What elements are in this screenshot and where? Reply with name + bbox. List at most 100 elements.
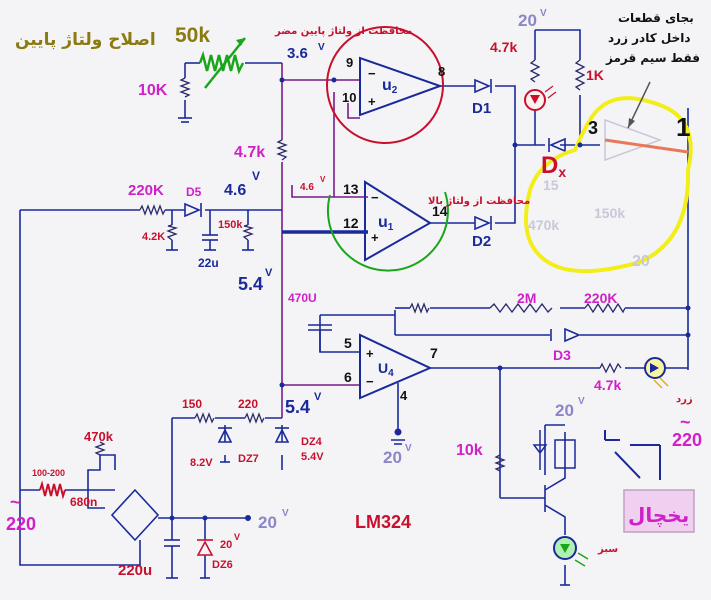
ac-220-left: 220 (6, 514, 36, 534)
resistor-10k-q (494, 454, 506, 472)
v-4-6-unit: V (252, 169, 260, 183)
opamp-u2: − + (326, 26, 444, 144)
resistor-220 (244, 412, 265, 424)
purple-wires (281, 63, 368, 418)
v20-pin4: 20 (383, 448, 402, 467)
diode-d5 (184, 202, 202, 218)
zener-dz7 (217, 427, 233, 443)
r-2m-label: 2M (517, 290, 536, 306)
dz4-voltage: 5.4V (301, 451, 324, 463)
dz6-voltage: 20 (220, 539, 232, 551)
svg-text:+: + (366, 346, 374, 361)
high-protect-fa: محافظت از ولتاژ بالا (428, 196, 530, 207)
led-green (553, 536, 589, 567)
ac-220-left-tilde: ~ (10, 492, 21, 512)
u1-sub: 1 (388, 222, 394, 233)
node-3: 3 (588, 118, 598, 138)
r-100-200-label: 100-200 (32, 468, 65, 478)
led-red (524, 85, 557, 111)
note-fa-line1: بجای قطعات (618, 11, 694, 25)
ac-220-right: 220 (672, 430, 702, 450)
v-5-4a-unit: V (265, 267, 273, 279)
dz6-voltage-unit: V (234, 532, 240, 542)
r-150-label: 150 (182, 397, 202, 411)
note-fa-line3: فقط سیم قرمز (605, 51, 700, 65)
ghost-470k: 470k (528, 217, 559, 233)
v20-top: 20 (518, 11, 537, 30)
c-470u-label: 470U (288, 291, 317, 305)
c-22u-label: 22u (198, 256, 219, 270)
pin-5: 5 (344, 335, 352, 351)
u1-label: u (378, 214, 388, 231)
svg-text:U4: U4 (378, 360, 394, 379)
node-1: 1 (676, 112, 690, 142)
c-220u-label: 220u (118, 562, 152, 579)
resistor-470k (94, 441, 106, 456)
dx-sub: x (558, 164, 566, 180)
r-4-2k-label: 4.2K (142, 231, 165, 243)
potentiometer-50k (198, 37, 246, 89)
dz6-label: DZ6 (212, 559, 233, 571)
r-4-7k-top-label: 4.7k (490, 39, 517, 55)
svg-text:−: − (371, 190, 379, 205)
resistor-4-7k-mid (276, 139, 288, 161)
v20-out: 20 (258, 513, 277, 532)
u2-label: u (382, 77, 392, 94)
svg-text:−: − (368, 66, 376, 81)
green-led-fa: سبز (597, 544, 618, 555)
v20-pin4-unit: V (405, 443, 412, 454)
v-5-4b: 5.4 (285, 397, 310, 417)
diode-dx (548, 137, 566, 153)
relay-coil (532, 430, 576, 470)
d3-label: D3 (553, 347, 571, 363)
d2-label: D2 (472, 233, 491, 250)
v-5-4b-unit: V (314, 391, 322, 403)
r-4-7k-mid-label: 4.7k (234, 144, 265, 161)
v20-relay: 20 (555, 401, 574, 420)
v20-relay-unit: V (578, 396, 585, 407)
diode-d2 (474, 215, 492, 231)
r-10k-q-label: 10k (456, 442, 483, 459)
ghost-20: 20 (632, 253, 650, 270)
v-3-6-unit: V (318, 42, 325, 53)
resistor-220k (139, 204, 166, 216)
pin-8: 8 (438, 64, 445, 79)
u2-highlight-circle (326, 26, 444, 144)
v20-out-unit: V (282, 508, 289, 519)
svg-text:u2: u2 (382, 77, 398, 96)
ac-220-right-tilde: ~ (680, 412, 691, 432)
svg-text:+: + (371, 230, 379, 245)
resistor-150k (242, 224, 255, 241)
pin-7: 7 (430, 345, 438, 361)
pin-9: 9 (346, 55, 353, 70)
resistor-4-7k-led (599, 362, 622, 374)
yellow-led-fa: زرد (676, 394, 693, 405)
zener-dz6 (196, 539, 214, 556)
resistor-2m (489, 302, 553, 314)
pin-12: 12 (343, 215, 359, 231)
relay-switch (604, 430, 661, 480)
pin-14: 14 (432, 203, 448, 219)
diode-d3 (550, 327, 582, 343)
r-1k-label: 1K (586, 67, 604, 83)
svg-text:Dx: Dx (541, 152, 566, 180)
pin-6: 6 (344, 369, 352, 385)
svg-text:u1: u1 (378, 214, 394, 233)
pin-10: 10 (342, 90, 356, 105)
diodes (184, 78, 582, 556)
pot-50k-label: 50k (175, 24, 210, 47)
r-220k-fb-label: 220K (584, 290, 617, 306)
junctions (169, 77, 691, 521)
fridge-fa: یخچال (628, 503, 689, 528)
r-470k-label: 470k (84, 429, 114, 444)
dz7-label: DZ7 (238, 453, 259, 465)
title-fa: اصلاح ولتاژ پایین (15, 30, 156, 50)
resistor-1k (574, 59, 586, 91)
resistor-10k-top (179, 77, 191, 98)
dx-label: D (541, 152, 558, 179)
r-220-label: 220 (238, 397, 258, 411)
ghost-15: 15 (543, 177, 559, 193)
v-4-6: 4.6 (224, 182, 246, 199)
resistor-100-200 (39, 480, 66, 500)
pin-4: 4 (400, 388, 408, 403)
